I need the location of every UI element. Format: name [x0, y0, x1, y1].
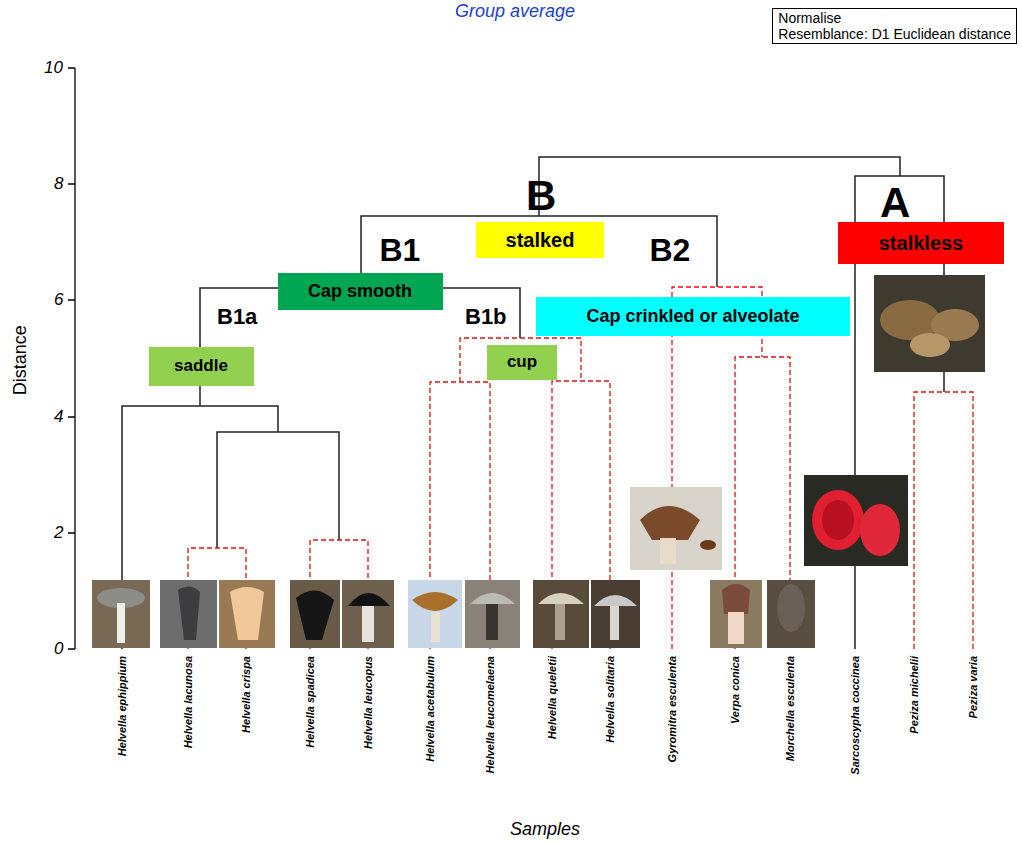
cluster-label: B1 — [380, 232, 421, 269]
species-name: Helvella crispa — [240, 656, 253, 733]
photo — [710, 580, 815, 648]
y-axis — [74, 68, 75, 649]
species-name: Helvella leucomelaena — [484, 656, 497, 773]
species-name: Peziza varia — [967, 656, 980, 718]
photo — [874, 275, 985, 372]
tick-label: 2 — [54, 523, 63, 543]
tick-label: 6 — [54, 290, 63, 310]
category-box: Cap crinkled or alveolate — [536, 297, 850, 336]
cluster-label: B1b — [465, 304, 507, 329]
branch — [539, 157, 900, 216]
photos — [92, 275, 985, 648]
tick-label: 10 — [44, 58, 63, 78]
tick-label: 8 — [54, 174, 63, 194]
settings-text: Normalise — [778, 10, 841, 26]
cluster-label: A — [880, 179, 910, 227]
species-name: Helvella queletii — [546, 656, 559, 739]
axis-title: Distance — [10, 325, 31, 395]
branch — [914, 392, 973, 649]
axis-title: Samples — [510, 819, 580, 840]
dashed-branches — [188, 287, 973, 649]
species-name: Verpa conica — [729, 656, 742, 724]
species-name: Helvella spadicea — [304, 656, 317, 748]
species-name: Helvella leucopus — [362, 656, 375, 749]
category-label: Cap smooth — [308, 281, 412, 302]
branch — [217, 432, 339, 548]
settings-box: NormaliseResemblance: D1 Euclidean dista… — [772, 8, 1017, 44]
species-name: Helvella lacunosa — [182, 656, 195, 748]
category-box: saddle — [149, 347, 254, 386]
species-name: Peziza michelii — [908, 656, 921, 734]
axis — [68, 68, 75, 649]
species-name: Helvella solitaria — [604, 656, 617, 743]
category-label: Cap crinkled or alveolate — [586, 306, 799, 327]
branch — [672, 287, 762, 649]
category-label: cup — [507, 352, 537, 372]
tick-marks — [68, 68, 75, 649]
cluster-label: B1a — [217, 304, 257, 329]
photo — [160, 580, 275, 648]
species-name: Gyromitra esculenta — [666, 656, 679, 762]
category-label: stalkless — [879, 232, 964, 255]
species-name: Morchella esculenta — [784, 656, 797, 761]
category-box: stalkless — [838, 222, 1004, 264]
category-box: stalked — [476, 222, 604, 258]
category-box: cup — [487, 345, 557, 380]
tick-label: 4 — [54, 407, 63, 427]
photo — [804, 475, 908, 566]
chart-title: Group average — [455, 1, 575, 22]
photo — [533, 580, 640, 648]
photo — [290, 580, 394, 648]
settings-text: Resemblance: D1 Euclidean distance — [778, 26, 1011, 42]
photo — [408, 580, 520, 648]
category-label: stalked — [506, 229, 575, 252]
cluster-label: B2 — [650, 232, 691, 269]
category-label: saddle — [174, 356, 228, 376]
photo — [92, 580, 150, 648]
solid-branches — [122, 157, 944, 649]
photo — [630, 487, 722, 570]
branch — [460, 338, 581, 382]
species-name: Sarcoscypha coccinea — [849, 656, 862, 775]
species-name: Helvella acetabulum — [424, 656, 437, 762]
species-name: Helvella ephippium — [116, 656, 129, 756]
cluster-label: B — [526, 172, 556, 220]
tick-label: 0 — [54, 639, 63, 659]
category-box: Cap smooth — [278, 273, 443, 310]
